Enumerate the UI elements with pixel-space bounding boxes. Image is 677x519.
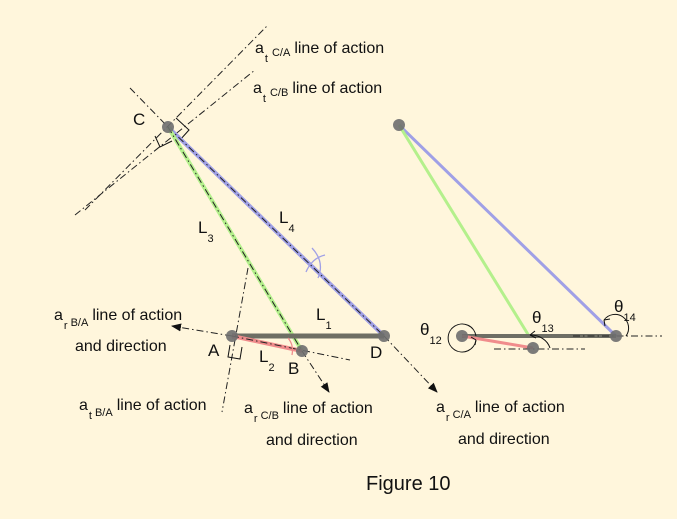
right-angle-mark <box>227 344 243 360</box>
label-b: B <box>288 359 299 378</box>
cd-extension-line <box>129 87 169 128</box>
rotation-arrow-icon <box>305 247 326 279</box>
label-ar-ba-direction: and direction <box>75 338 167 355</box>
theta12-arc <box>447 323 477 353</box>
theta13-arc <box>529 334 551 349</box>
joint-c <box>393 119 405 131</box>
label-theta14: θ14 <box>614 297 636 324</box>
l3-centerline <box>167 126 303 352</box>
joint-d <box>378 330 390 342</box>
theta14-arc <box>603 313 630 337</box>
label-l2: L2 <box>259 347 275 374</box>
joint-a <box>226 330 238 342</box>
label-theta13: θ13 <box>532 308 554 335</box>
right-angle-mark <box>154 135 173 148</box>
at-ca-line <box>84 24 269 211</box>
label-ar-ca-direction: and direction <box>458 431 550 448</box>
label-l4: L4 <box>279 208 295 235</box>
l4-centerline <box>167 126 385 337</box>
link-l4 <box>397 123 618 338</box>
arrow-head-icon <box>529 330 537 339</box>
link-l2 <box>461 334 534 350</box>
arrow-head-icon <box>470 336 477 346</box>
ar-ba-extension <box>231 335 351 361</box>
label-ar-cb-direction: and direction <box>266 432 358 449</box>
right-mechanism: θ12 θ13 θ14 <box>393 119 662 354</box>
joint-b <box>296 345 308 357</box>
rotation-arrow-icon <box>287 337 294 356</box>
ar-ba-arrow <box>171 323 233 337</box>
label-c: C <box>133 110 145 129</box>
ar-cb-arrow <box>301 350 330 393</box>
label-a: A <box>208 341 220 360</box>
joint-a <box>456 330 468 342</box>
at-cb-line <box>74 69 256 216</box>
ar-ca-arrow <box>383 335 438 393</box>
joint-d <box>610 330 622 342</box>
label-l1: L1 <box>316 305 332 332</box>
label-l3: L3 <box>198 218 214 245</box>
joint-b <box>527 342 539 354</box>
link-l3 <box>397 124 531 337</box>
label-theta12: θ12 <box>420 320 442 347</box>
label-d: D <box>370 343 382 362</box>
figure-caption: Figure 10 <box>366 473 451 495</box>
arrow-head-icon <box>603 318 611 327</box>
joint-c <box>162 121 174 133</box>
